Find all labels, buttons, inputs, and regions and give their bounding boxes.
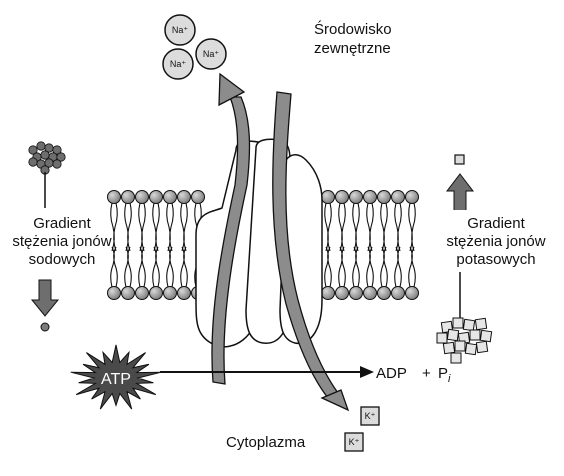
sodium-ion: Na⁺ <box>195 38 227 70</box>
lipid-head <box>135 286 149 300</box>
lipid-head <box>321 190 335 204</box>
potassium-dot <box>454 340 466 352</box>
reaction-products: ADP + P i <box>376 365 451 385</box>
sodium-dot <box>28 145 38 155</box>
potassium-gradient-label-bg <box>432 210 550 268</box>
lipid-head <box>321 286 335 300</box>
potassium-dot <box>446 328 460 342</box>
lipid-head <box>177 286 191 300</box>
sodium-gradient-label-line2: stężenia jonów <box>12 233 111 250</box>
phosphate-label: P <box>438 365 448 382</box>
svg-text:Na⁺: Na⁺ <box>203 49 220 59</box>
lipid-head <box>121 286 135 300</box>
lipid-head <box>335 190 349 204</box>
lipid-head <box>363 286 377 300</box>
lipid-head <box>363 190 377 204</box>
lipid-head <box>391 286 405 300</box>
potassium-ion: K⁺ <box>360 406 380 426</box>
lipid-head <box>135 190 149 204</box>
sodium-dot <box>56 152 66 162</box>
lipid-head <box>349 286 363 300</box>
sodium-gradient-label-line3: sodowych <box>29 251 96 268</box>
potassium-gradient-label-line2: stężenia jonów <box>446 233 545 250</box>
lipid-head <box>107 190 121 204</box>
potassium-gradient-label-line3: potasowych <box>456 251 535 268</box>
sodium-gradient-indicator: Gradient stężenia jonów sodowych <box>10 141 112 332</box>
sodium-dot <box>36 141 46 151</box>
lipid-head <box>335 286 349 300</box>
phosphate-subscript: i <box>448 373 451 385</box>
sodium-ion: Na⁺ <box>162 48 194 80</box>
svg-text:Na⁺: Na⁺ <box>170 59 187 69</box>
potassium-transport-arrow <box>272 91 350 412</box>
potassium-dot <box>452 317 464 329</box>
sodium-ion: Na⁺ <box>164 14 196 46</box>
atp-label: ATP <box>101 371 131 388</box>
potassium-dot <box>464 342 478 356</box>
svg-text:Na⁺: Na⁺ <box>172 25 189 35</box>
atp-hydrolysis-arrow <box>160 366 374 378</box>
lipid-head <box>405 286 419 300</box>
sodium-cluster <box>28 141 66 175</box>
potassium-dot <box>450 352 462 364</box>
potassium-dot <box>436 332 448 344</box>
lipid-head <box>121 190 135 204</box>
extracellular-label-line1: Środowisko <box>314 20 392 38</box>
lipid-head <box>391 190 405 204</box>
lipid-head <box>163 190 177 204</box>
lipid-head <box>149 286 163 300</box>
potassium-dot <box>442 341 456 355</box>
potassium-gradient-label-line1: Gradient <box>467 215 525 232</box>
sodium-dot <box>52 145 62 155</box>
sodium-transport-arrow <box>211 72 251 385</box>
plus-sign: + <box>422 365 431 382</box>
extracellular-label-line2: zewnętrzne <box>314 40 391 57</box>
lipid-head <box>149 190 163 204</box>
potassium-gradient-indicator: Gradient stężenia jonów potasowych <box>432 154 550 364</box>
lipid-head <box>107 286 121 300</box>
potassium-dot <box>479 329 493 343</box>
sodium-dot <box>40 150 50 160</box>
svg-text:K⁺: K⁺ <box>365 411 376 421</box>
lipid-head <box>377 286 391 300</box>
potassium-cluster <box>436 317 493 364</box>
potassium-dot <box>462 318 476 332</box>
sodium-dot <box>52 159 62 169</box>
lipid-head <box>177 190 191 204</box>
sodium-gradient-label-bg <box>10 210 110 274</box>
cytoplasm-label: Cytoplazma <box>226 434 306 451</box>
lipid-head <box>191 190 205 204</box>
lipid-head <box>377 190 391 204</box>
sodium-ions-outside: Na⁺ Na⁺ Na⁺ <box>162 14 227 80</box>
lipid-head <box>349 190 363 204</box>
potassium-single <box>454 154 465 165</box>
atp-starburst: ATP <box>70 344 162 410</box>
potassium-ion: K⁺ <box>344 432 364 452</box>
sodium-gradient-label-line1: Gradient <box>33 215 91 232</box>
potassium-dot <box>475 340 489 354</box>
adp-label: ADP <box>376 365 407 382</box>
potassium-dot <box>469 329 481 341</box>
potassium-dot <box>474 317 488 331</box>
svg-text:K⁺: K⁺ <box>349 437 360 447</box>
potassium-ions-inside: K⁺ K⁺ <box>344 406 380 452</box>
sodium-dot <box>28 157 38 167</box>
lipid-head <box>163 286 177 300</box>
lipid-head <box>405 190 419 204</box>
